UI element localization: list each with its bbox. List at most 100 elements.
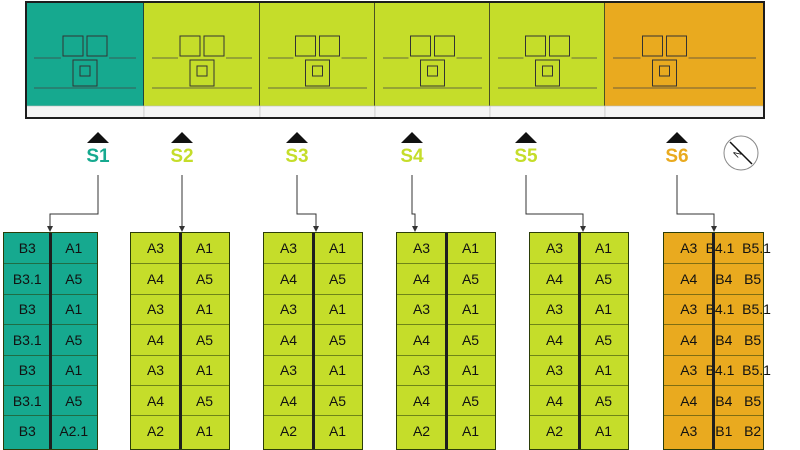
unit-label-left: A3 (412, 362, 431, 379)
stack-divider (577, 233, 581, 449)
section-label: S3 (285, 146, 309, 167)
floor-row: A3 A1 (397, 233, 495, 263)
unit-label-right: A5 (461, 392, 480, 409)
north-arrow-icon: N (723, 135, 759, 171)
unit-label-right: A1 (594, 301, 613, 318)
unit-label-left: B3 (18, 240, 36, 257)
unit-label-left: A3 (680, 423, 698, 440)
section-marker-triangle-icon (171, 132, 193, 143)
floor-row: A3 A1 (264, 293, 362, 324)
section-marker-triangle-icon (286, 132, 308, 143)
plan-section-s4 (374, 2, 491, 119)
unit-label-right: A5 (461, 271, 480, 288)
floor-row: A3 A1 (530, 233, 628, 263)
unit-label-right: A5 (195, 271, 214, 288)
unit-label-left: A3 (412, 240, 431, 257)
unit-label-right: A1 (195, 301, 214, 318)
plan-section-s3 (259, 2, 376, 119)
unit-label-left: A2 (146, 423, 165, 440)
unit-label-right: A1 (461, 362, 480, 379)
section-label: S6 (665, 146, 689, 167)
unit-label-right: A5 (328, 271, 347, 288)
unit-label-right: B4 B5 (715, 392, 762, 409)
section-label: S1 (86, 146, 110, 167)
section-marker-s1: S1 (78, 132, 118, 172)
unit-label-left: B3 (18, 301, 36, 318)
plan-section-s6 (604, 2, 765, 119)
unit-label-right: A1 (65, 362, 83, 379)
unit-label-right: A1 (461, 423, 480, 440)
unit-label-right: A1 (461, 301, 480, 318)
unit-label-right: A5 (65, 271, 83, 288)
unit-label-right: A5 (195, 392, 214, 409)
unit-label-right: A1 (594, 240, 613, 257)
unit-label-left: A4 (680, 331, 698, 348)
unit-label-left: A2 (279, 423, 298, 440)
section-label: S2 (170, 146, 194, 167)
unit-label-left: A3 (680, 301, 698, 318)
unit-label-right: A5 (594, 271, 613, 288)
stack-divider (178, 233, 182, 449)
unit-label-right: A1 (195, 423, 214, 440)
unit-label-right: A5 (594, 392, 613, 409)
unit-label-left: A3 (279, 301, 298, 318)
unit-label-left: A3 (680, 362, 698, 379)
floor-row: A2 A1 (131, 415, 229, 445)
stack-divider (49, 233, 52, 449)
section-marker-triangle-icon (401, 132, 423, 143)
stack-divider (444, 233, 448, 449)
unit-label-left: A4 (680, 392, 698, 409)
unit-label-left: A4 (545, 271, 564, 288)
unit-label-left: A4 (680, 271, 698, 288)
unit-label-left: A4 (412, 271, 431, 288)
unit-label-left: B3 (18, 423, 36, 440)
unit-label-left: A3 (279, 362, 298, 379)
section-label: S4 (400, 146, 424, 167)
unit-label-right: A5 (65, 331, 83, 348)
unit-label-right: A5 (195, 331, 214, 348)
connector-line (676, 175, 715, 230)
connector-line (411, 175, 416, 230)
unit-label-right: A1 (328, 301, 347, 318)
stack-divider (712, 233, 715, 449)
section-marker-triangle-icon (515, 132, 537, 143)
floor-row: A4 A5 (530, 385, 628, 415)
unit-label-right: A1 (195, 240, 214, 257)
unit-label-left: A4 (146, 271, 165, 288)
unit-label-left: A4 (545, 331, 564, 348)
unit-label-right: B1 B2 (715, 423, 762, 440)
unit-label-left: A3 (412, 301, 431, 318)
floor-plan (25, 1, 765, 119)
plan-section-s2 (143, 2, 261, 119)
unit-label-left: A4 (412, 392, 431, 409)
unit-label-left: A4 (279, 392, 298, 409)
unit-label-right: A5 (461, 331, 480, 348)
unit-label-right: B4 B5 (715, 331, 762, 348)
unit-label-right: A1 (65, 301, 83, 318)
unit-label-left: A3 (545, 240, 564, 257)
unit-label-left: A4 (279, 271, 298, 288)
section-marker-triangle-icon (666, 132, 688, 143)
unit-label-right: A1 (65, 240, 83, 257)
unit-label-left: A4 (146, 392, 165, 409)
connector-line (49, 175, 99, 230)
unit-label-left: A3 (146, 301, 165, 318)
plan-section-s5 (489, 2, 606, 119)
unit-label-left: A2 (412, 423, 431, 440)
unit-label-left: A3 (146, 362, 165, 379)
unit-label-right: A5 (594, 331, 613, 348)
unit-label-left: A3 (545, 301, 564, 318)
section-marker-s6: S6 (657, 132, 697, 172)
unit-label-right: A5 (65, 392, 83, 409)
unit-label-left: A4 (279, 331, 298, 348)
unit-label-left: A4 (545, 392, 564, 409)
unit-label-right: A5 (328, 392, 347, 409)
unit-label-right: A1 (461, 240, 480, 257)
unit-label-left: A4 (146, 331, 165, 348)
